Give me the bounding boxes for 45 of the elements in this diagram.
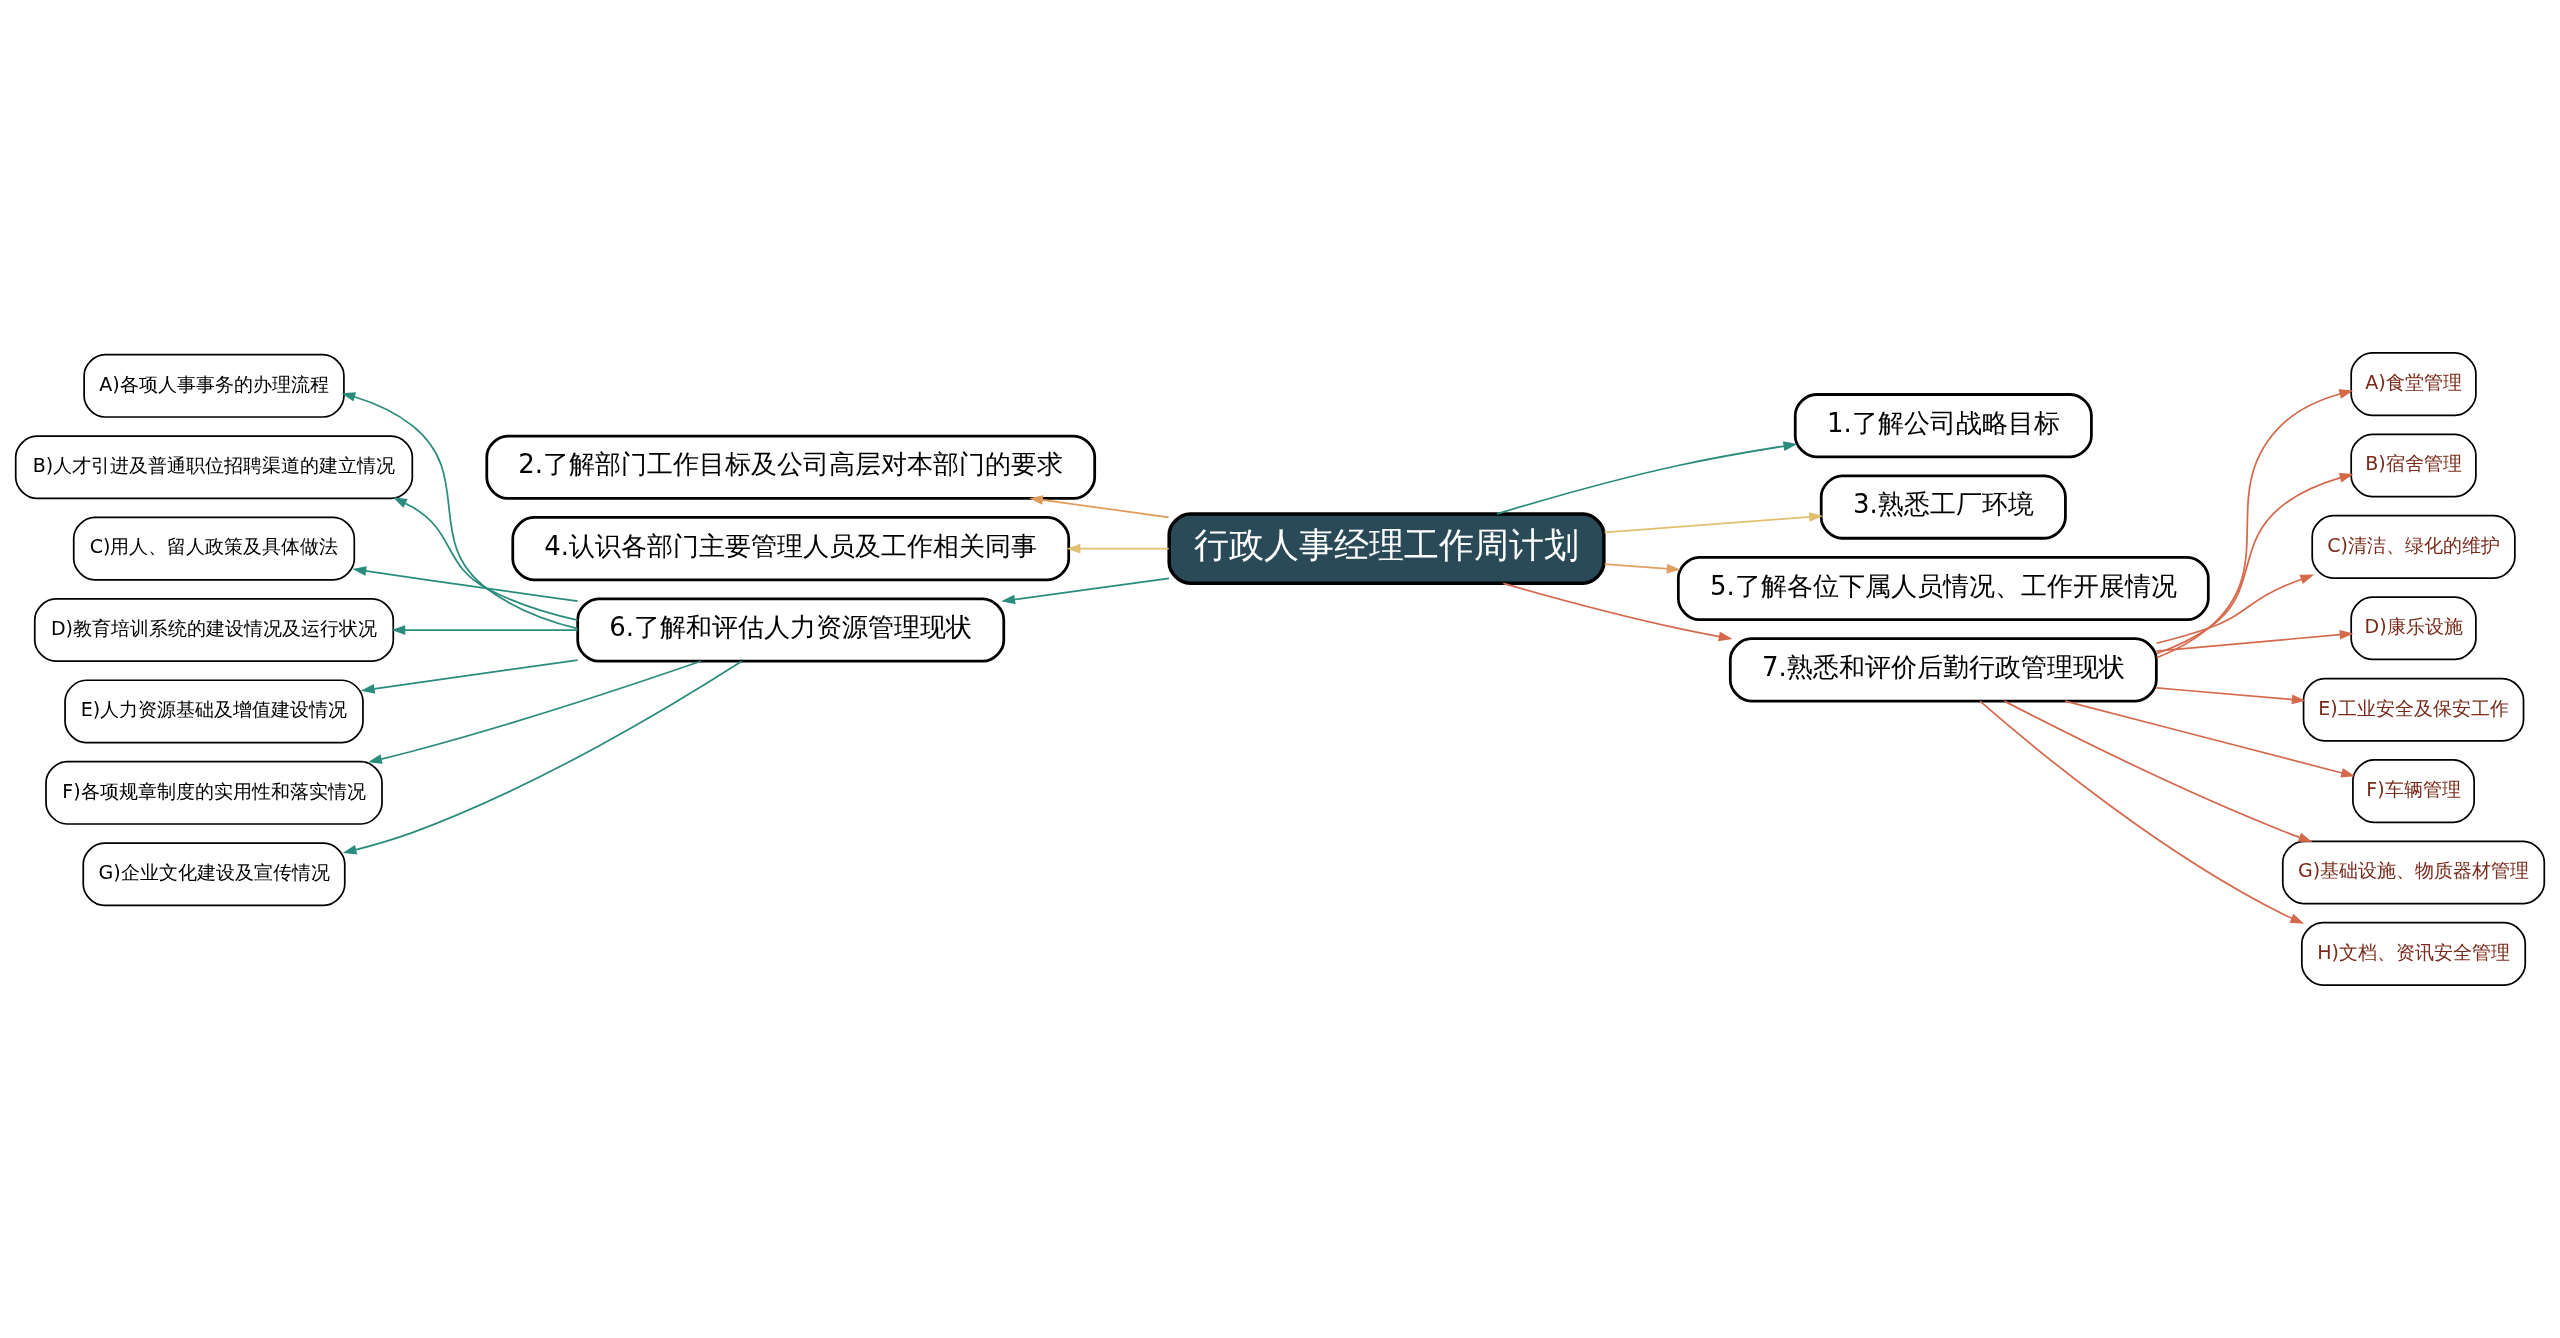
arrow: [2064, 700, 2355, 778]
arrow: [342, 660, 743, 855]
arrow: [1496, 441, 1798, 515]
node-box: G)企业文化建设及宣传情况: [82, 842, 346, 907]
node-box: H)文档、资讯安全管理: [2300, 921, 2527, 986]
node-box: E)人力资源基础及增值建设情况: [64, 679, 364, 744]
arrow: [1001, 577, 1170, 605]
arrow: [2155, 629, 2354, 652]
node-box: F)车辆管理: [2352, 759, 2475, 824]
node-box: 5.了解各位下属人员情况、工作开展情况: [1676, 555, 2210, 622]
arrow: [1979, 700, 2305, 924]
node-box: C)用人、留人政策及具体做法: [72, 516, 356, 581]
node-box: F)各项规章制度的实用性和落实情况: [45, 760, 383, 825]
arrow: [2155, 389, 2354, 659]
node-box: D)教育培训系统的建设情况及运行状况: [33, 598, 395, 663]
arrow: [1029, 495, 1170, 519]
arrow: [1603, 563, 1681, 574]
node-box: D)康乐设施: [2350, 596, 2477, 661]
arrow: [2155, 574, 2315, 645]
arrow: [1603, 512, 1824, 534]
arrow: [2156, 473, 2354, 655]
node-box: 7.熟悉和评价后勤行政管理现状: [1728, 637, 2158, 703]
node-box: 4.认识各部门主要管理人员及工作相关同事: [511, 516, 1071, 582]
arrow: [2003, 700, 2313, 842]
node-box: 1.了解公司战略目标: [1793, 393, 2093, 459]
node-box: A)各项人事事务的办理流程: [83, 353, 345, 418]
node-box: 2.了解部门工作目标及公司高层对本部门的要求: [485, 434, 1097, 500]
arrow: [1502, 582, 1733, 642]
arrow: [341, 392, 579, 630]
node-box: B)宿舍管理: [2350, 433, 2477, 498]
node-box: C)清洁、绿化的维护: [2311, 514, 2516, 579]
node-box: G)基础设施、物质器材管理: [2281, 840, 2546, 905]
node-box: 行政人事经理工作周计划: [1167, 512, 1606, 585]
arrow: [1066, 543, 1170, 554]
arrow: [391, 625, 579, 635]
arrow: [368, 660, 702, 764]
arrow: [352, 566, 579, 603]
node-box: B)人才引进及普通职位招聘渠道的建立情况: [14, 435, 414, 500]
node-box: 6.了解和评估人力资源管理现状: [576, 597, 1006, 663]
arrow: [2155, 687, 2306, 705]
node-box: A)食堂管理: [2350, 352, 2477, 417]
arrow: [393, 497, 579, 621]
node-box: 3.熟悉工厂环境: [1819, 474, 2067, 540]
node-box: E)工业安全及保安工作: [2302, 677, 2525, 742]
arrow: [360, 659, 579, 694]
